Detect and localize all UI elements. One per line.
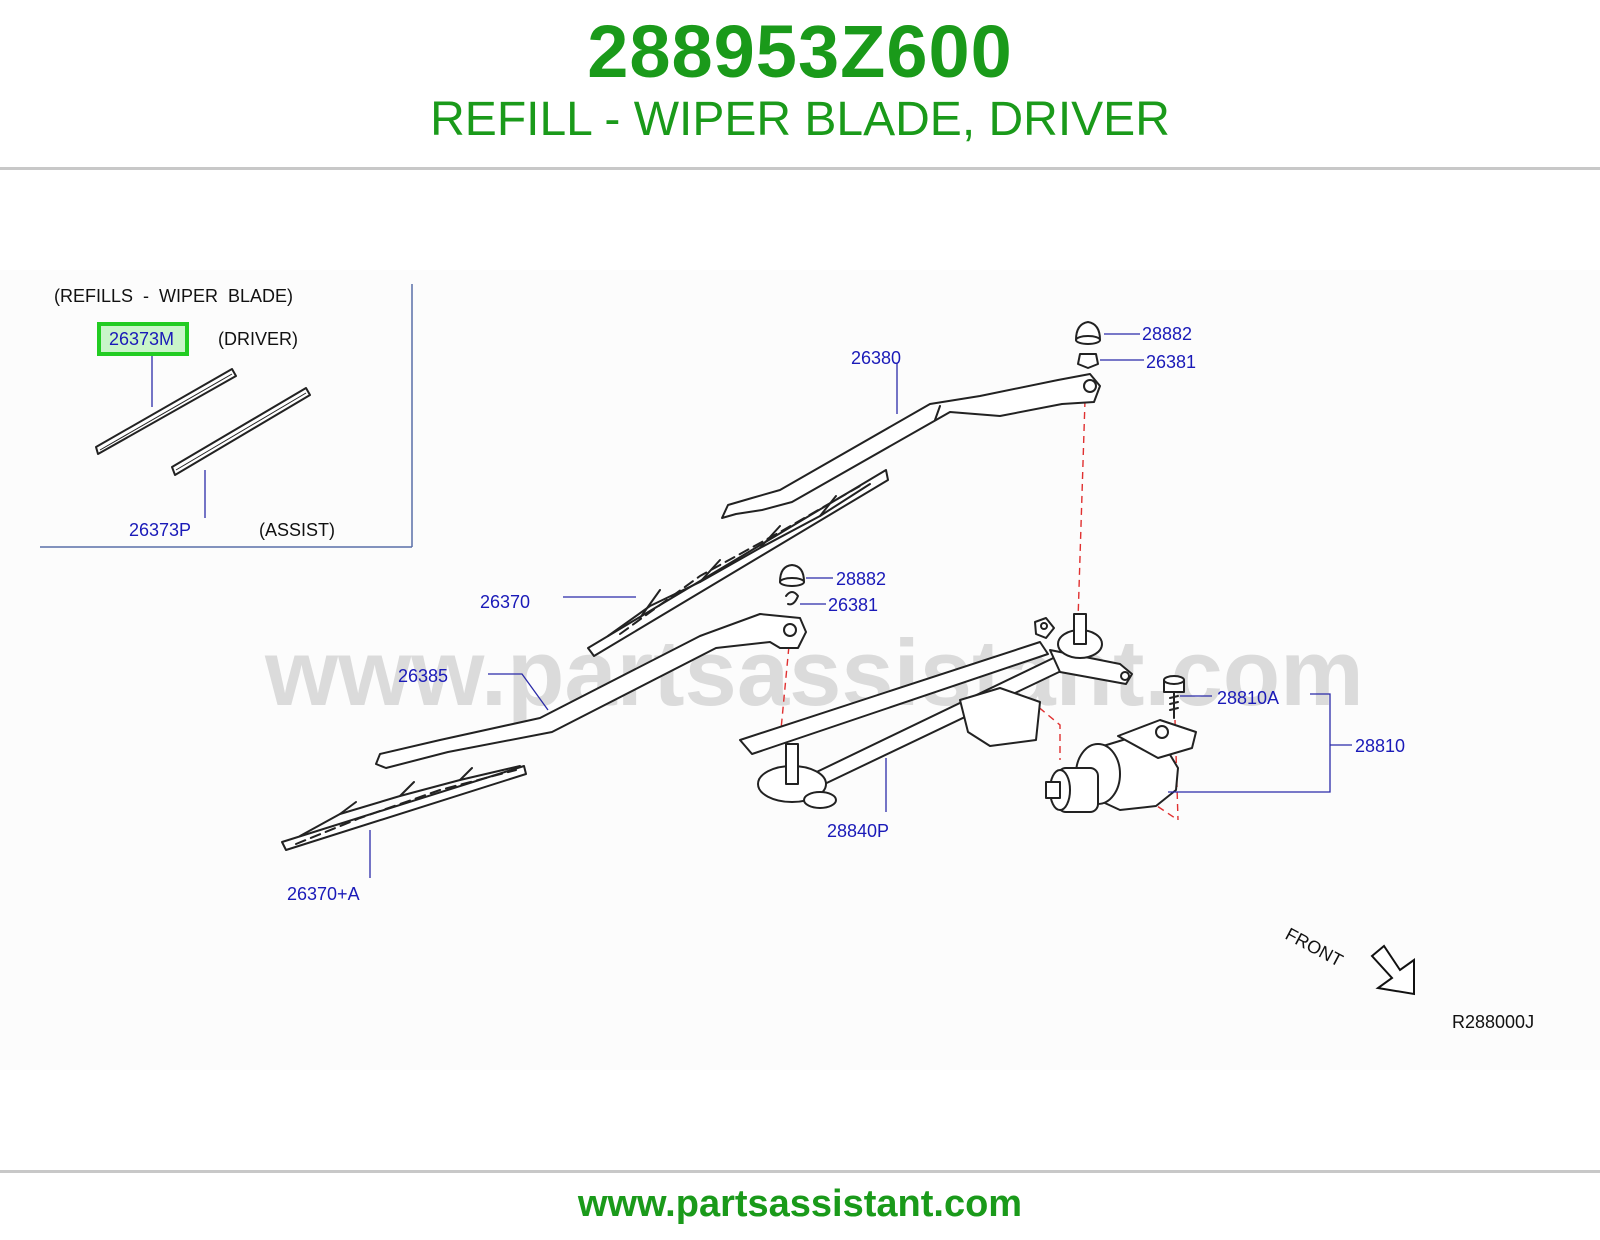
callout-26385[interactable]: 26385 bbox=[398, 666, 448, 686]
callout-26381-top[interactable]: 26381 bbox=[1146, 352, 1196, 372]
front-label: FRONT bbox=[1282, 924, 1346, 971]
inset-title: (REFILLS - WIPER BLADE) bbox=[54, 286, 293, 306]
pivot-cap-mid bbox=[779, 564, 805, 587]
callout-28810A[interactable]: 28810A bbox=[1217, 688, 1279, 708]
front-arrow-icon bbox=[1370, 944, 1415, 996]
wiper-arm-assist bbox=[375, 613, 807, 769]
wiper-blade-upper bbox=[587, 469, 889, 657]
assist-refill-part-link[interactable]: 26373P bbox=[129, 520, 191, 540]
callout-28882-mid[interactable]: 28882 bbox=[836, 569, 886, 589]
wiper-blade-lower bbox=[281, 765, 527, 851]
callout-26380[interactable]: 26380 bbox=[851, 348, 901, 368]
assist-refill-strip bbox=[171, 387, 311, 476]
driver-refill-strip bbox=[95, 368, 237, 455]
header-divider bbox=[0, 167, 1600, 170]
callout-28840P[interactable]: 28840P bbox=[827, 821, 889, 841]
diagram-code: R288000J bbox=[1452, 1012, 1534, 1032]
callout-26381-mid[interactable]: 26381 bbox=[828, 595, 878, 615]
pivot-clip-mid bbox=[785, 591, 799, 606]
refills-inset: (REFILLS - WIPER BLADE) 26373M (DRIVER) … bbox=[40, 284, 413, 548]
watermark-text: www.partsassistant.com bbox=[264, 620, 1364, 725]
parts-diagram: www.partsassistant.com (REFILLS - WIPER … bbox=[0, 270, 1600, 1070]
callout-28810[interactable]: 28810 bbox=[1355, 736, 1405, 756]
callout-26370[interactable]: 26370 bbox=[480, 592, 530, 612]
motor-bolt bbox=[1163, 675, 1185, 719]
footer-site-link[interactable]: www.partsassistant.com bbox=[577, 1183, 1023, 1225]
wiper-arm-driver bbox=[721, 373, 1101, 519]
driver-label: (DRIVER) bbox=[218, 329, 298, 349]
callout-26370A[interactable]: 26370+A bbox=[287, 884, 360, 904]
pivot-cap-top bbox=[1075, 321, 1101, 345]
part-number-title: 288953Z600 bbox=[587, 10, 1013, 93]
assist-label: (ASSIST) bbox=[259, 520, 335, 540]
pivot-nut-top bbox=[1077, 353, 1099, 369]
pivot-guide-right bbox=[1077, 399, 1086, 621]
diagram-canvas: www.partsassistant.com (REFILLS - WIPER … bbox=[40, 284, 1534, 1032]
highlighted-part-box bbox=[97, 322, 189, 356]
callout-leaders bbox=[369, 333, 1352, 878]
page-header: 288953Z600 REFILL - WIPER BLADE, DRIVER bbox=[0, 0, 1600, 168]
pivot-guide-left bbox=[779, 634, 791, 741]
part-description: REFILL - WIPER BLADE, DRIVER bbox=[430, 93, 1170, 146]
wiper-motor bbox=[1045, 719, 1197, 813]
footer-divider bbox=[0, 1170, 1600, 1173]
driver-refill-part-link[interactable]: 26373M bbox=[109, 329, 174, 349]
callout-28882-top[interactable]: 28882 bbox=[1142, 324, 1192, 344]
wiper-linkage bbox=[739, 613, 1133, 809]
